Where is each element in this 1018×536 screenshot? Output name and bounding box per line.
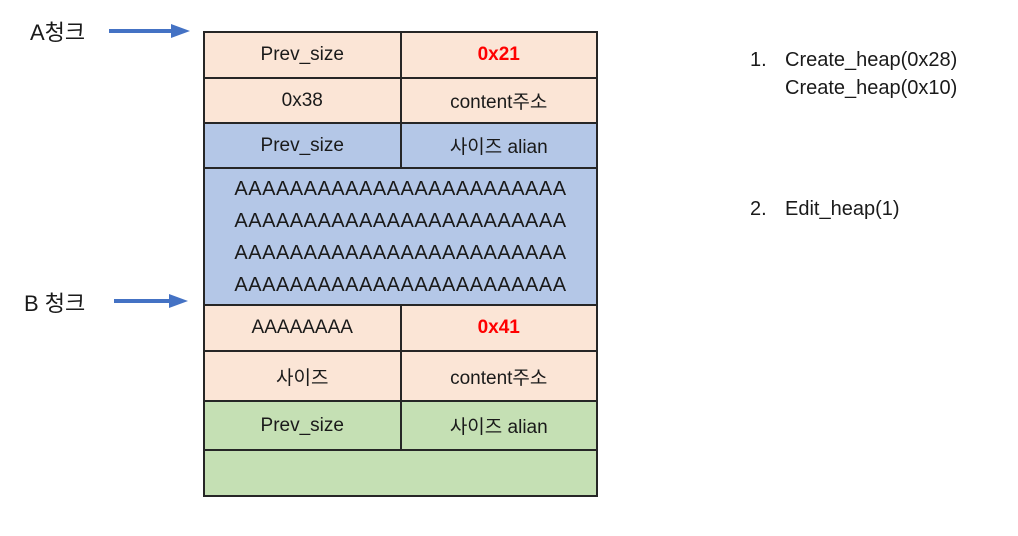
cell-a-size-alian: 사이즈 alian xyxy=(399,124,596,167)
table-row-b-header: AAAAAAAA 0x41 xyxy=(205,304,596,350)
cell-b-content-addr: content주소 xyxy=(399,352,596,400)
payload-line: AAAAAAAAAAAAAAAAAAAAAAAA xyxy=(234,209,567,232)
payload-line: AAAAAAAAAAAAAAAAAAAAAAAA xyxy=(234,241,567,264)
table-row-b-empty xyxy=(205,449,596,495)
step-1-text: Create_heap(0x28) Create_heap(0x10) xyxy=(785,46,957,102)
payload-line: AAAAAAAAAAAAAAAAAAAAAAAA xyxy=(234,177,567,200)
cell-a-prev-size: Prev_size xyxy=(205,33,400,77)
step-2: 2. Edit_heap(1) xyxy=(750,195,900,223)
cell-a-content-addr: content주소 xyxy=(399,79,596,122)
cell-a-0x38: 0x38 xyxy=(205,79,400,122)
table-row-a-data-header: Prev_size 사이즈 alian xyxy=(205,122,596,167)
step-2-number: 2. xyxy=(750,198,767,220)
step-1-line-1: Create_heap(0x28) xyxy=(785,49,958,71)
table-row-b-data-header: Prev_size 사이즈 alian xyxy=(205,400,596,449)
payload-line: AAAAAAAAAAAAAAAAAAAAAAAA xyxy=(234,273,567,296)
chunk-a-arrow-icon xyxy=(109,24,190,38)
chunk-b-arrow-icon xyxy=(114,294,188,308)
table-row-b-meta: 사이즈 content주소 xyxy=(205,350,596,400)
cell-a-data-prev-size: Prev_size xyxy=(205,124,400,167)
cell-b-data-prev-size: Prev_size xyxy=(205,402,400,449)
step-1-line-2: Create_heap(0x10) xyxy=(785,77,958,99)
table-row-a-header: Prev_size 0x21 xyxy=(205,33,596,77)
cell-b-overflowed-prev-size: AAAAAAAA xyxy=(205,306,400,350)
step-2-text: Edit_heap(1) xyxy=(785,195,900,223)
chunk-a-label: A청크 xyxy=(30,20,86,45)
cell-b-size-0x41: 0x41 xyxy=(399,306,596,350)
cell-b-empty xyxy=(205,451,596,495)
step-1-number: 1. xyxy=(750,49,767,71)
table-row-a-payload: AAAAAAAAAAAAAAAAAAAAAAAA AAAAAAAAAAAAAAA… xyxy=(205,167,596,304)
step-1: 1. Create_heap(0x28) Create_heap(0x10) xyxy=(750,46,957,102)
chunk-b-label: B 청크 xyxy=(24,291,86,316)
step-2-line-1: Edit_heap(1) xyxy=(785,198,900,220)
cell-a-payload-overflow: AAAAAAAAAAAAAAAAAAAAAAAA AAAAAAAAAAAAAAA… xyxy=(205,169,596,304)
cell-b-size: 사이즈 xyxy=(205,352,400,400)
heap-memory-table: Prev_size 0x21 0x38 content주소 Prev_size … xyxy=(203,31,598,497)
cell-b-size-alian: 사이즈 alian xyxy=(399,402,596,449)
cell-a-size-0x21: 0x21 xyxy=(399,33,596,77)
table-row-a-meta: 0x38 content주소 xyxy=(205,77,596,122)
